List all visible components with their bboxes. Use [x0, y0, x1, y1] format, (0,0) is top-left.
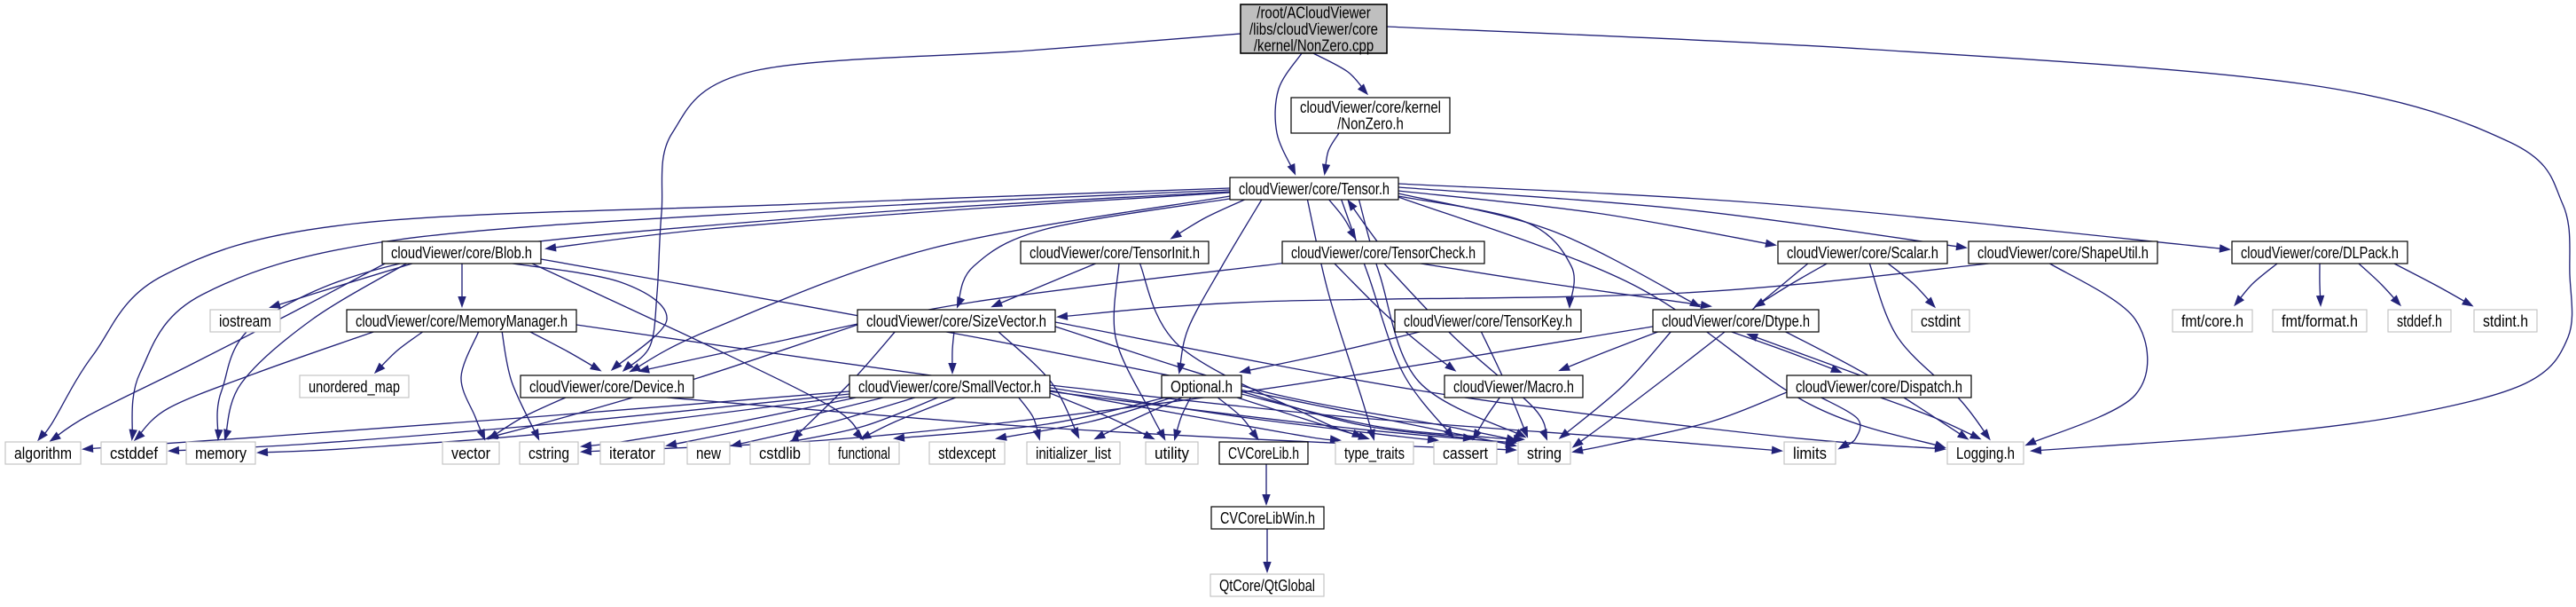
svg-text:algorithm: algorithm	[14, 445, 72, 462]
svg-text:cstdlib: cstdlib	[759, 445, 801, 462]
svg-text:limits: limits	[1793, 445, 1827, 462]
svg-text:cloudViewer/core/kernel: cloudViewer/core/kernel	[1300, 99, 1441, 116]
svg-text:iterator: iterator	[609, 445, 655, 462]
svg-text:cstring: cstring	[529, 445, 569, 462]
svg-text:cloudViewer/core/Device.h: cloudViewer/core/Device.h	[529, 378, 685, 396]
svg-text:/kernel/NonZero.cpp: /kernel/NonZero.cpp	[1254, 36, 1374, 54]
svg-text:cloudViewer/core/MemoryManager: cloudViewer/core/MemoryManager.h	[356, 312, 568, 330]
svg-text:/NonZero.h: /NonZero.h	[1337, 115, 1404, 133]
svg-text:cassert: cassert	[1443, 445, 1488, 462]
svg-text:cloudViewer/core/DLPack.h: cloudViewer/core/DLPack.h	[2241, 244, 2399, 262]
svg-text:QtCore/QtGlobal: QtCore/QtGlobal	[1219, 577, 1315, 595]
svg-text:cloudViewer/core/Blob.h: cloudViewer/core/Blob.h	[391, 244, 532, 262]
svg-text:fmt/core.h: fmt/core.h	[2181, 312, 2243, 330]
svg-text:cloudViewer/core/Dtype.h: cloudViewer/core/Dtype.h	[1662, 312, 1810, 330]
svg-text:stdint.h: stdint.h	[2483, 312, 2528, 330]
svg-text:cloudViewer/core/TensorCheck.h: cloudViewer/core/TensorCheck.h	[1291, 244, 1476, 262]
svg-text:type_traits: type_traits	[1344, 445, 1405, 463]
svg-text:cloudViewer/core/TensorKey.h: cloudViewer/core/TensorKey.h	[1404, 312, 1572, 330]
svg-text:cloudViewer/core/TensorInit.h: cloudViewer/core/TensorInit.h	[1030, 244, 1200, 262]
svg-text:/root/ACloudViewer: /root/ACloudViewer	[1257, 4, 1370, 21]
svg-text:cloudViewer/core/ShapeUtil.h: cloudViewer/core/ShapeUtil.h	[1977, 244, 2149, 262]
svg-text:CVCoreLib.h: CVCoreLib.h	[1228, 445, 1299, 462]
svg-text:stddef.h: stddef.h	[2397, 312, 2442, 330]
svg-text:stdexcept: stdexcept	[938, 445, 996, 462]
svg-text:Optional.h: Optional.h	[1171, 378, 1233, 396]
svg-text:/libs/cloudViewer/core: /libs/cloudViewer/core	[1249, 20, 1378, 38]
svg-text:cloudViewer/core/Dispatch.h: cloudViewer/core/Dispatch.h	[1796, 378, 1962, 396]
svg-text:cstdint: cstdint	[1921, 312, 1961, 330]
svg-text:Logging.h: Logging.h	[1956, 445, 2015, 462]
svg-text:vector: vector	[451, 445, 490, 462]
svg-text:initializer_list: initializer_list	[1036, 445, 1111, 463]
svg-text:unordered_map: unordered_map	[309, 378, 400, 397]
svg-text:functional: functional	[838, 445, 890, 462]
svg-text:cstddef: cstddef	[110, 445, 159, 462]
svg-text:cloudViewer/core/Scalar.h: cloudViewer/core/Scalar.h	[1787, 244, 1938, 262]
svg-text:utility: utility	[1155, 445, 1189, 462]
svg-text:memory: memory	[195, 445, 247, 462]
svg-text:cloudViewer/core/SizeVector.h: cloudViewer/core/SizeVector.h	[866, 312, 1046, 330]
svg-text:string: string	[1527, 445, 1562, 462]
svg-text:CVCoreLibWin.h: CVCoreLibWin.h	[1220, 509, 1315, 527]
svg-text:cloudViewer/core/SmallVector.h: cloudViewer/core/SmallVector.h	[858, 378, 1041, 396]
svg-text:cloudViewer/Macro.h: cloudViewer/Macro.h	[1453, 378, 1574, 396]
svg-text:new: new	[696, 445, 722, 462]
svg-text:fmt/format.h: fmt/format.h	[2282, 312, 2358, 330]
svg-text:iostream: iostream	[219, 312, 271, 330]
svg-text:cloudViewer/core/Tensor.h: cloudViewer/core/Tensor.h	[1239, 180, 1390, 198]
